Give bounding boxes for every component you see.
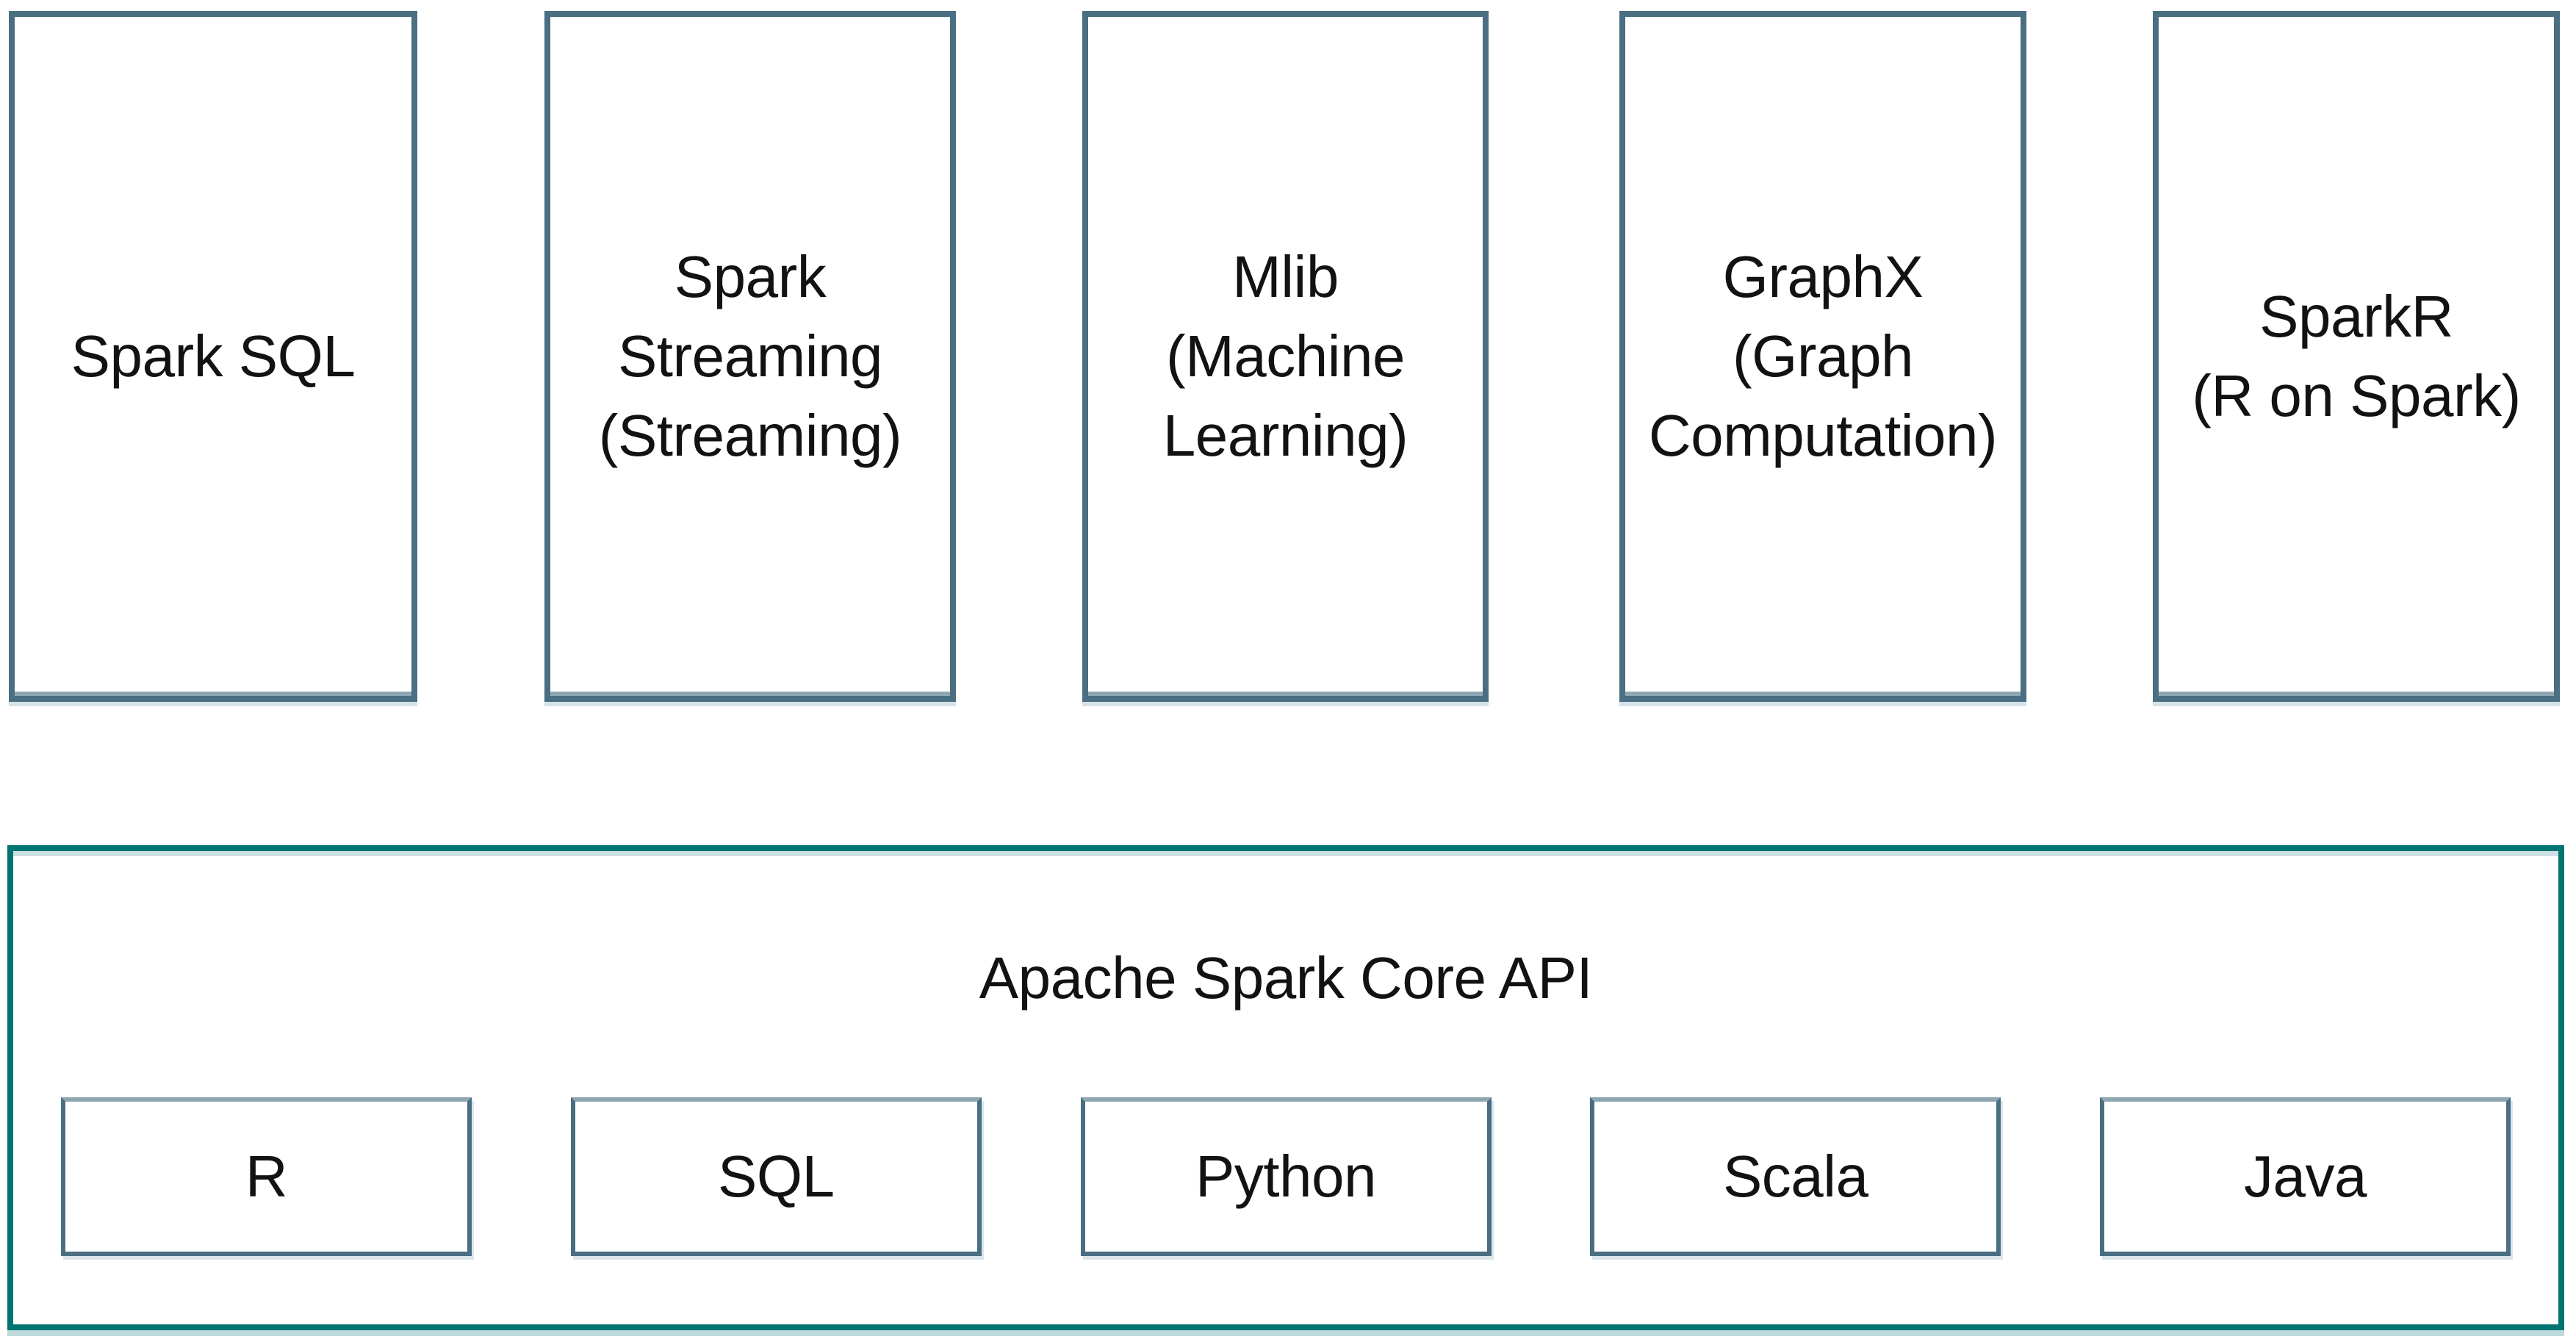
component-label: Spark Streaming (Streaming)	[598, 244, 902, 468]
component-label: SparkR (R on Spark)	[2192, 284, 2521, 428]
component-label: GraphX (Graph Computation)	[1648, 244, 1998, 468]
language-box-sql: SQL	[570, 1097, 982, 1256]
language-box-python: Python	[1080, 1097, 1492, 1256]
component-box-mlib: Mlib (Machine Learning)	[1082, 11, 1489, 702]
component-box-graphx: GraphX (Graph Computation)	[1619, 11, 2026, 702]
language-label: Python	[1195, 1144, 1377, 1209]
component-box-spark-streaming: Spark Streaming (Streaming)	[544, 11, 956, 702]
language-label: Scala	[1722, 1144, 1868, 1209]
language-label: Java	[2244, 1144, 2367, 1209]
core-api-box: Apache Spark Core API R SQL Python Scala…	[7, 845, 2564, 1330]
language-label: SQL	[717, 1144, 835, 1209]
language-box-r: R	[61, 1097, 472, 1256]
component-box-sparkr: SparkR (R on Spark)	[2153, 11, 2560, 702]
core-api-title: Apache Spark Core API	[979, 945, 1593, 1011]
component-box-spark-sql: Spark SQL	[9, 11, 417, 702]
component-label: Mlib (Machine Learning)	[1162, 244, 1408, 468]
component-label: Spark SQL	[71, 323, 356, 389]
language-box-scala: Scala	[1590, 1097, 2001, 1256]
language-row: R SQL Python Scala Java	[61, 1097, 2511, 1256]
language-box-java: Java	[2100, 1097, 2511, 1256]
language-label: R	[245, 1144, 288, 1209]
